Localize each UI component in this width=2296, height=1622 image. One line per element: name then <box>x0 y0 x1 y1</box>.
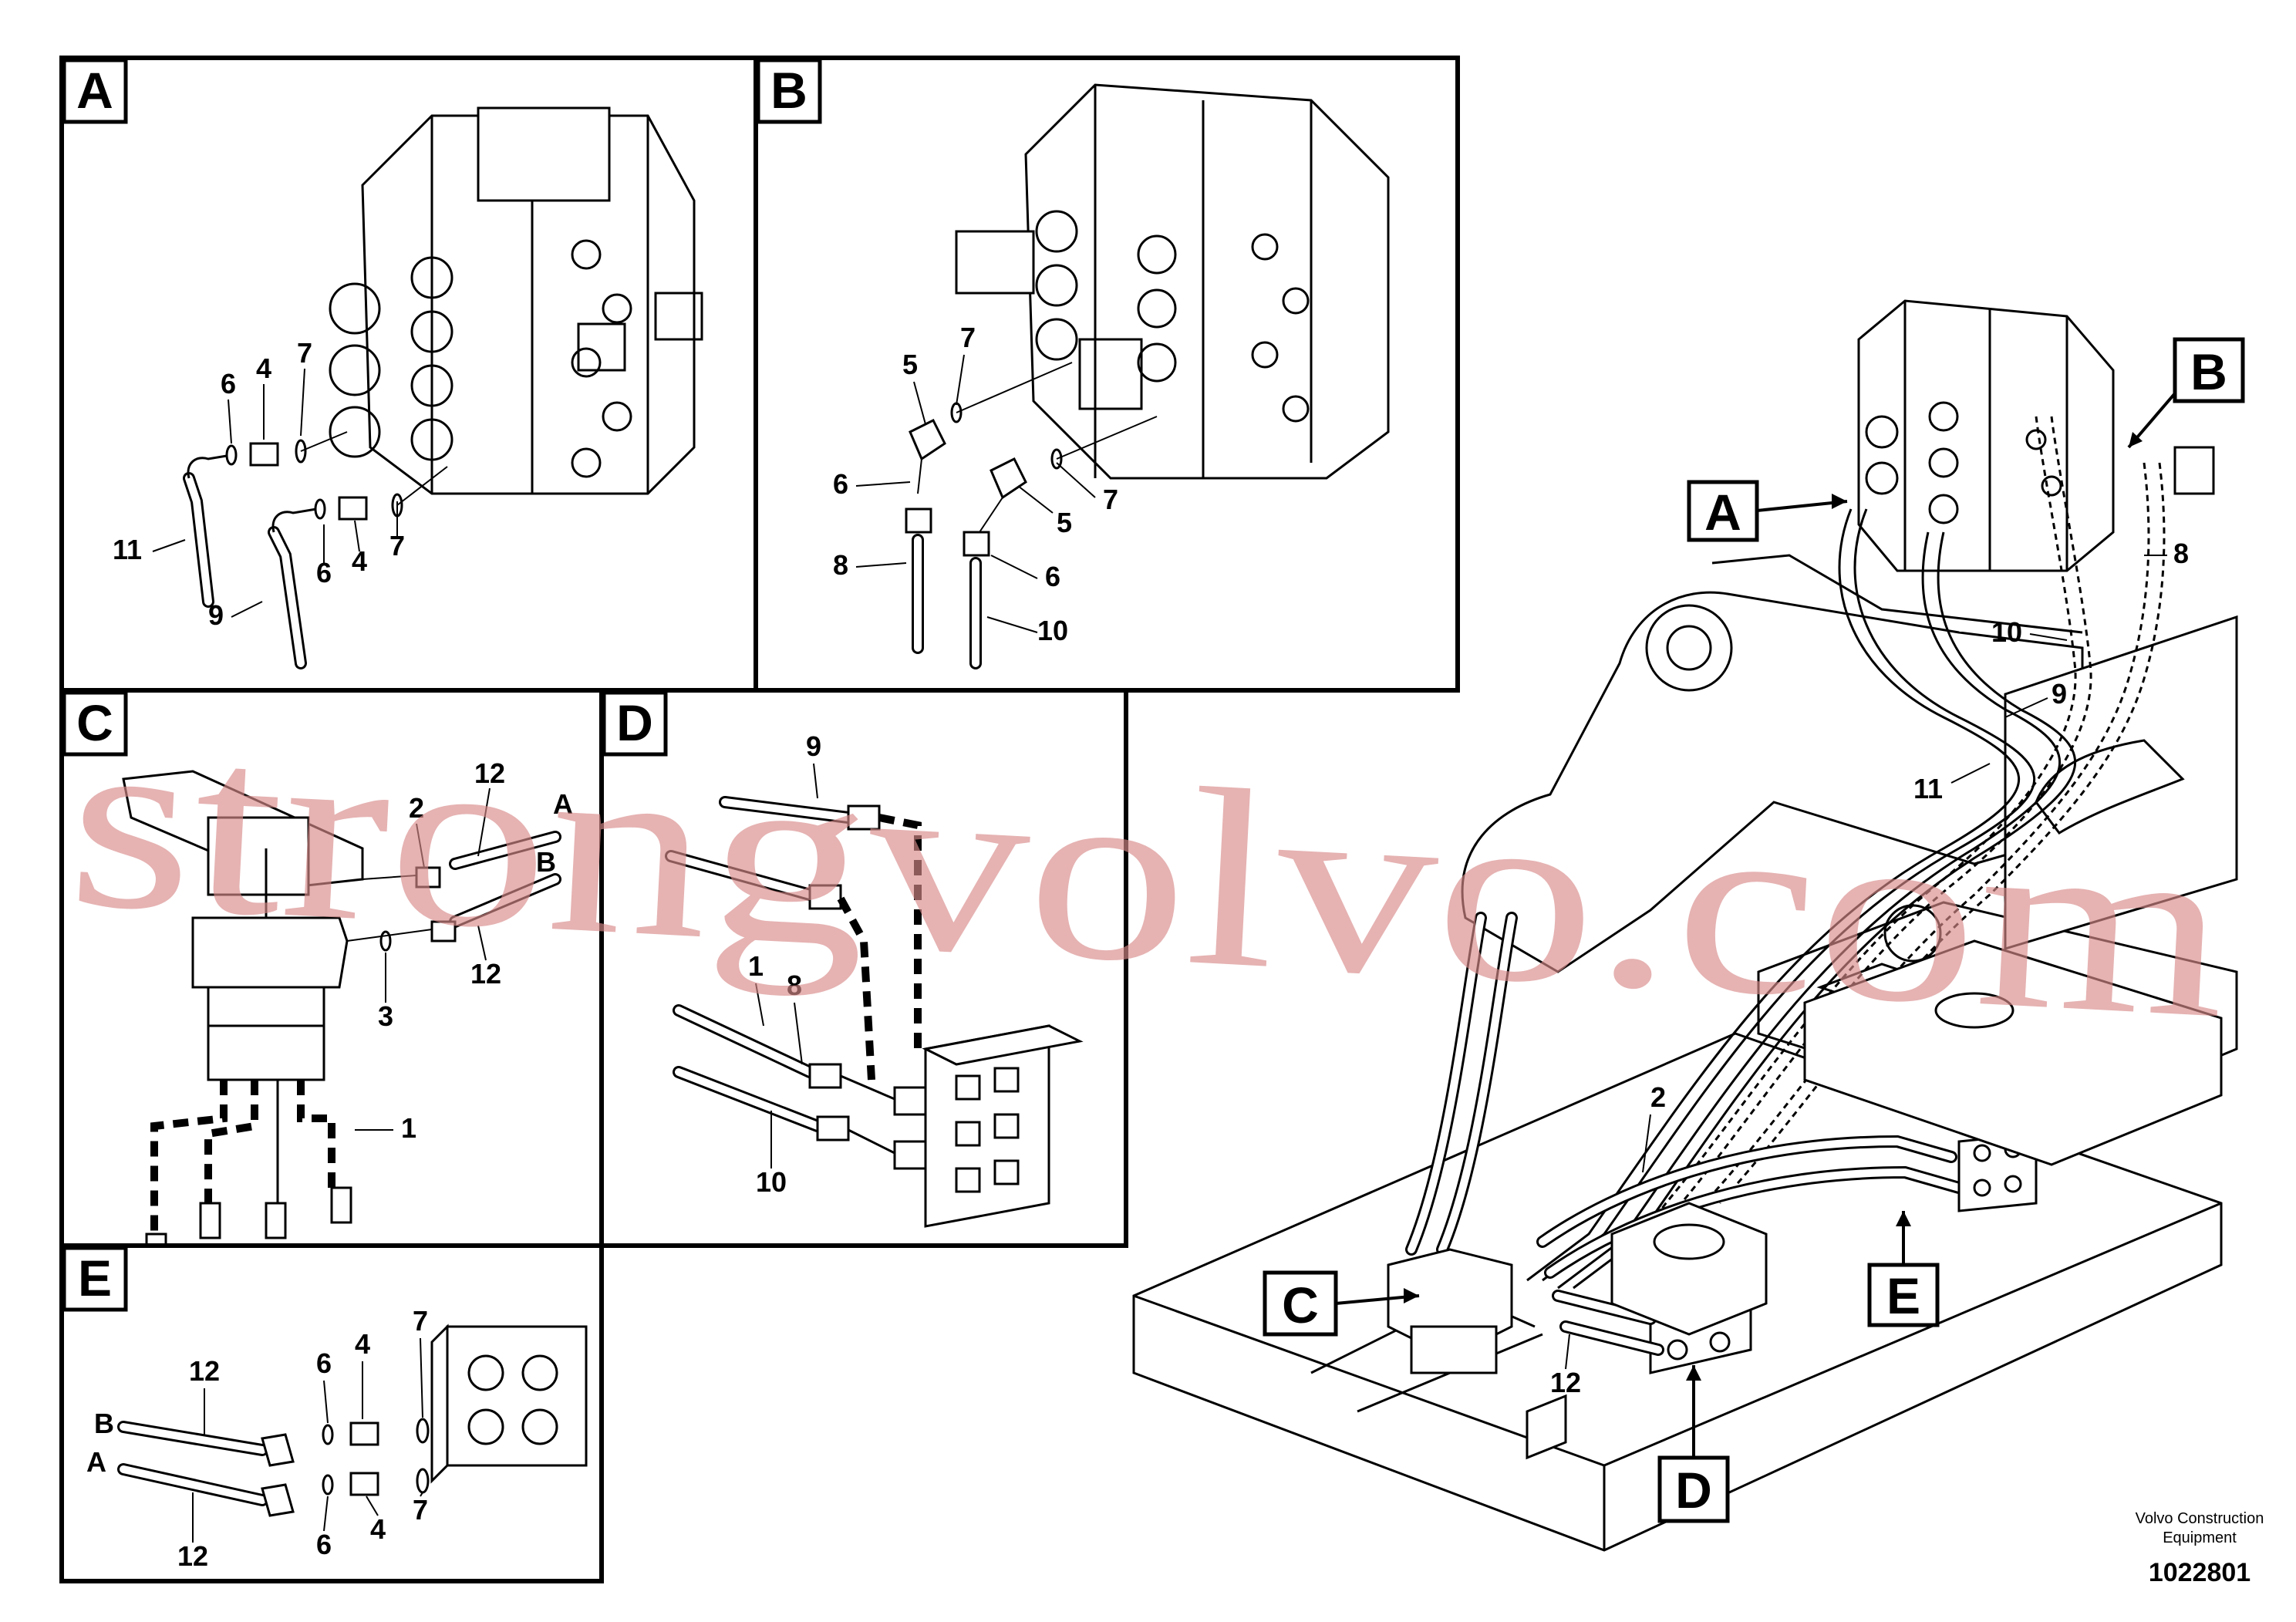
svg-text:5: 5 <box>1057 507 1072 538</box>
main-callout-a: A <box>1687 480 1848 542</box>
svg-text:6: 6 <box>316 1347 332 1379</box>
company-name-line1: Volvo Construction <box>2136 1510 2264 1527</box>
panel-a: A 6 4 7 11 9 6 <box>59 56 758 693</box>
svg-text:4: 4 <box>355 1328 370 1360</box>
document-number: 1022801 <box>2149 1558 2250 1587</box>
panel-b-callouts: 5 7 6 8 5 7 6 10 <box>833 322 1118 646</box>
svg-text:E: E <box>1886 1267 1920 1324</box>
main-callout-b: B <box>2127 337 2245 449</box>
svg-text:12: 12 <box>189 1355 220 1387</box>
svg-text:1: 1 <box>748 950 764 982</box>
svg-text:7: 7 <box>389 530 405 561</box>
svg-text:10: 10 <box>1991 616 2022 648</box>
svg-text:6: 6 <box>833 468 848 500</box>
svg-text:12: 12 <box>1550 1367 1581 1398</box>
panel-c-label: C <box>76 694 113 751</box>
panel-a-callouts: 6 4 7 11 9 6 4 7 <box>113 337 405 631</box>
main-number-callouts: 8 10 9 11 2 12 <box>1550 538 2189 1398</box>
svg-text:6: 6 <box>316 1529 332 1560</box>
svg-text:3: 3 <box>378 1000 393 1032</box>
panel-d-label: D <box>616 694 653 751</box>
svg-text:2: 2 <box>409 792 424 824</box>
svg-text:A: A <box>553 788 573 820</box>
svg-text:C: C <box>1282 1276 1319 1334</box>
footer: Volvo Construction Equipment 1022801 <box>2136 1510 2264 1587</box>
svg-text:B: B <box>94 1408 114 1439</box>
svg-text:8: 8 <box>2173 538 2189 569</box>
svg-text:7: 7 <box>297 337 312 369</box>
svg-text:11: 11 <box>113 534 142 565</box>
svg-text:10: 10 <box>1037 615 1068 646</box>
svg-text:2: 2 <box>1650 1081 1666 1113</box>
svg-text:7: 7 <box>960 322 976 353</box>
svg-text:6: 6 <box>221 368 236 400</box>
svg-text:1: 1 <box>401 1112 416 1144</box>
distribution-block-illustration <box>430 1324 588 1484</box>
panel-b: B 5 7 6 8 5 <box>754 56 1460 693</box>
svg-text:9: 9 <box>806 730 821 762</box>
svg-text:6: 6 <box>316 557 332 588</box>
svg-text:B: B <box>536 846 556 878</box>
svg-text:11: 11 <box>1913 773 1943 804</box>
svg-text:6: 6 <box>1045 561 1060 592</box>
company-name-line2: Equipment <box>2163 1529 2237 1546</box>
svg-text:8: 8 <box>833 549 848 581</box>
panel-d: D 9 1 8 10 <box>599 688 1128 1248</box>
distribution-block-illustration <box>922 1024 1084 1228</box>
panel-c-callouts: 2 12 A B 12 3 1 <box>355 757 573 1144</box>
svg-text:7: 7 <box>413 1494 428 1526</box>
pilot-control-valve-illustration <box>122 770 364 1081</box>
svg-text:9: 9 <box>2052 678 2067 710</box>
svg-text:12: 12 <box>470 958 501 990</box>
svg-text:7: 7 <box>1103 484 1118 515</box>
svg-text:5: 5 <box>902 349 918 380</box>
panel-d-callouts: 9 1 8 10 <box>748 730 821 1198</box>
panel-a-label: A <box>76 62 113 119</box>
panel-e: E 12 6 4 7 B A 12 6 4 7 <box>59 1243 604 1583</box>
main-assembly-view <box>1132 299 2238 1552</box>
svg-text:D: D <box>1675 1462 1712 1519</box>
control-valve-illustration <box>955 83 1390 480</box>
svg-text:8: 8 <box>787 969 802 1001</box>
svg-text:B: B <box>2190 343 2227 400</box>
svg-text:A: A <box>86 1446 106 1478</box>
main-callout-e: E <box>1867 1211 1940 1327</box>
main-callout-c: C <box>1263 1270 1420 1337</box>
svg-text:4: 4 <box>256 352 271 384</box>
svg-text:10: 10 <box>756 1166 787 1198</box>
svg-text:7: 7 <box>413 1305 428 1337</box>
svg-text:12: 12 <box>177 1540 208 1572</box>
control-valve-illustration <box>329 106 703 495</box>
svg-text:4: 4 <box>352 545 367 577</box>
svg-text:9: 9 <box>208 599 224 631</box>
panel-e-label: E <box>78 1249 112 1307</box>
svg-text:12: 12 <box>474 757 505 789</box>
svg-text:4: 4 <box>370 1513 386 1545</box>
panel-e-callouts: 12 6 4 7 B A 12 6 4 7 <box>86 1305 428 1572</box>
svg-text:A: A <box>1704 484 1741 541</box>
main-callout-d: D <box>1657 1365 1730 1523</box>
panel-b-label: B <box>770 62 807 119</box>
